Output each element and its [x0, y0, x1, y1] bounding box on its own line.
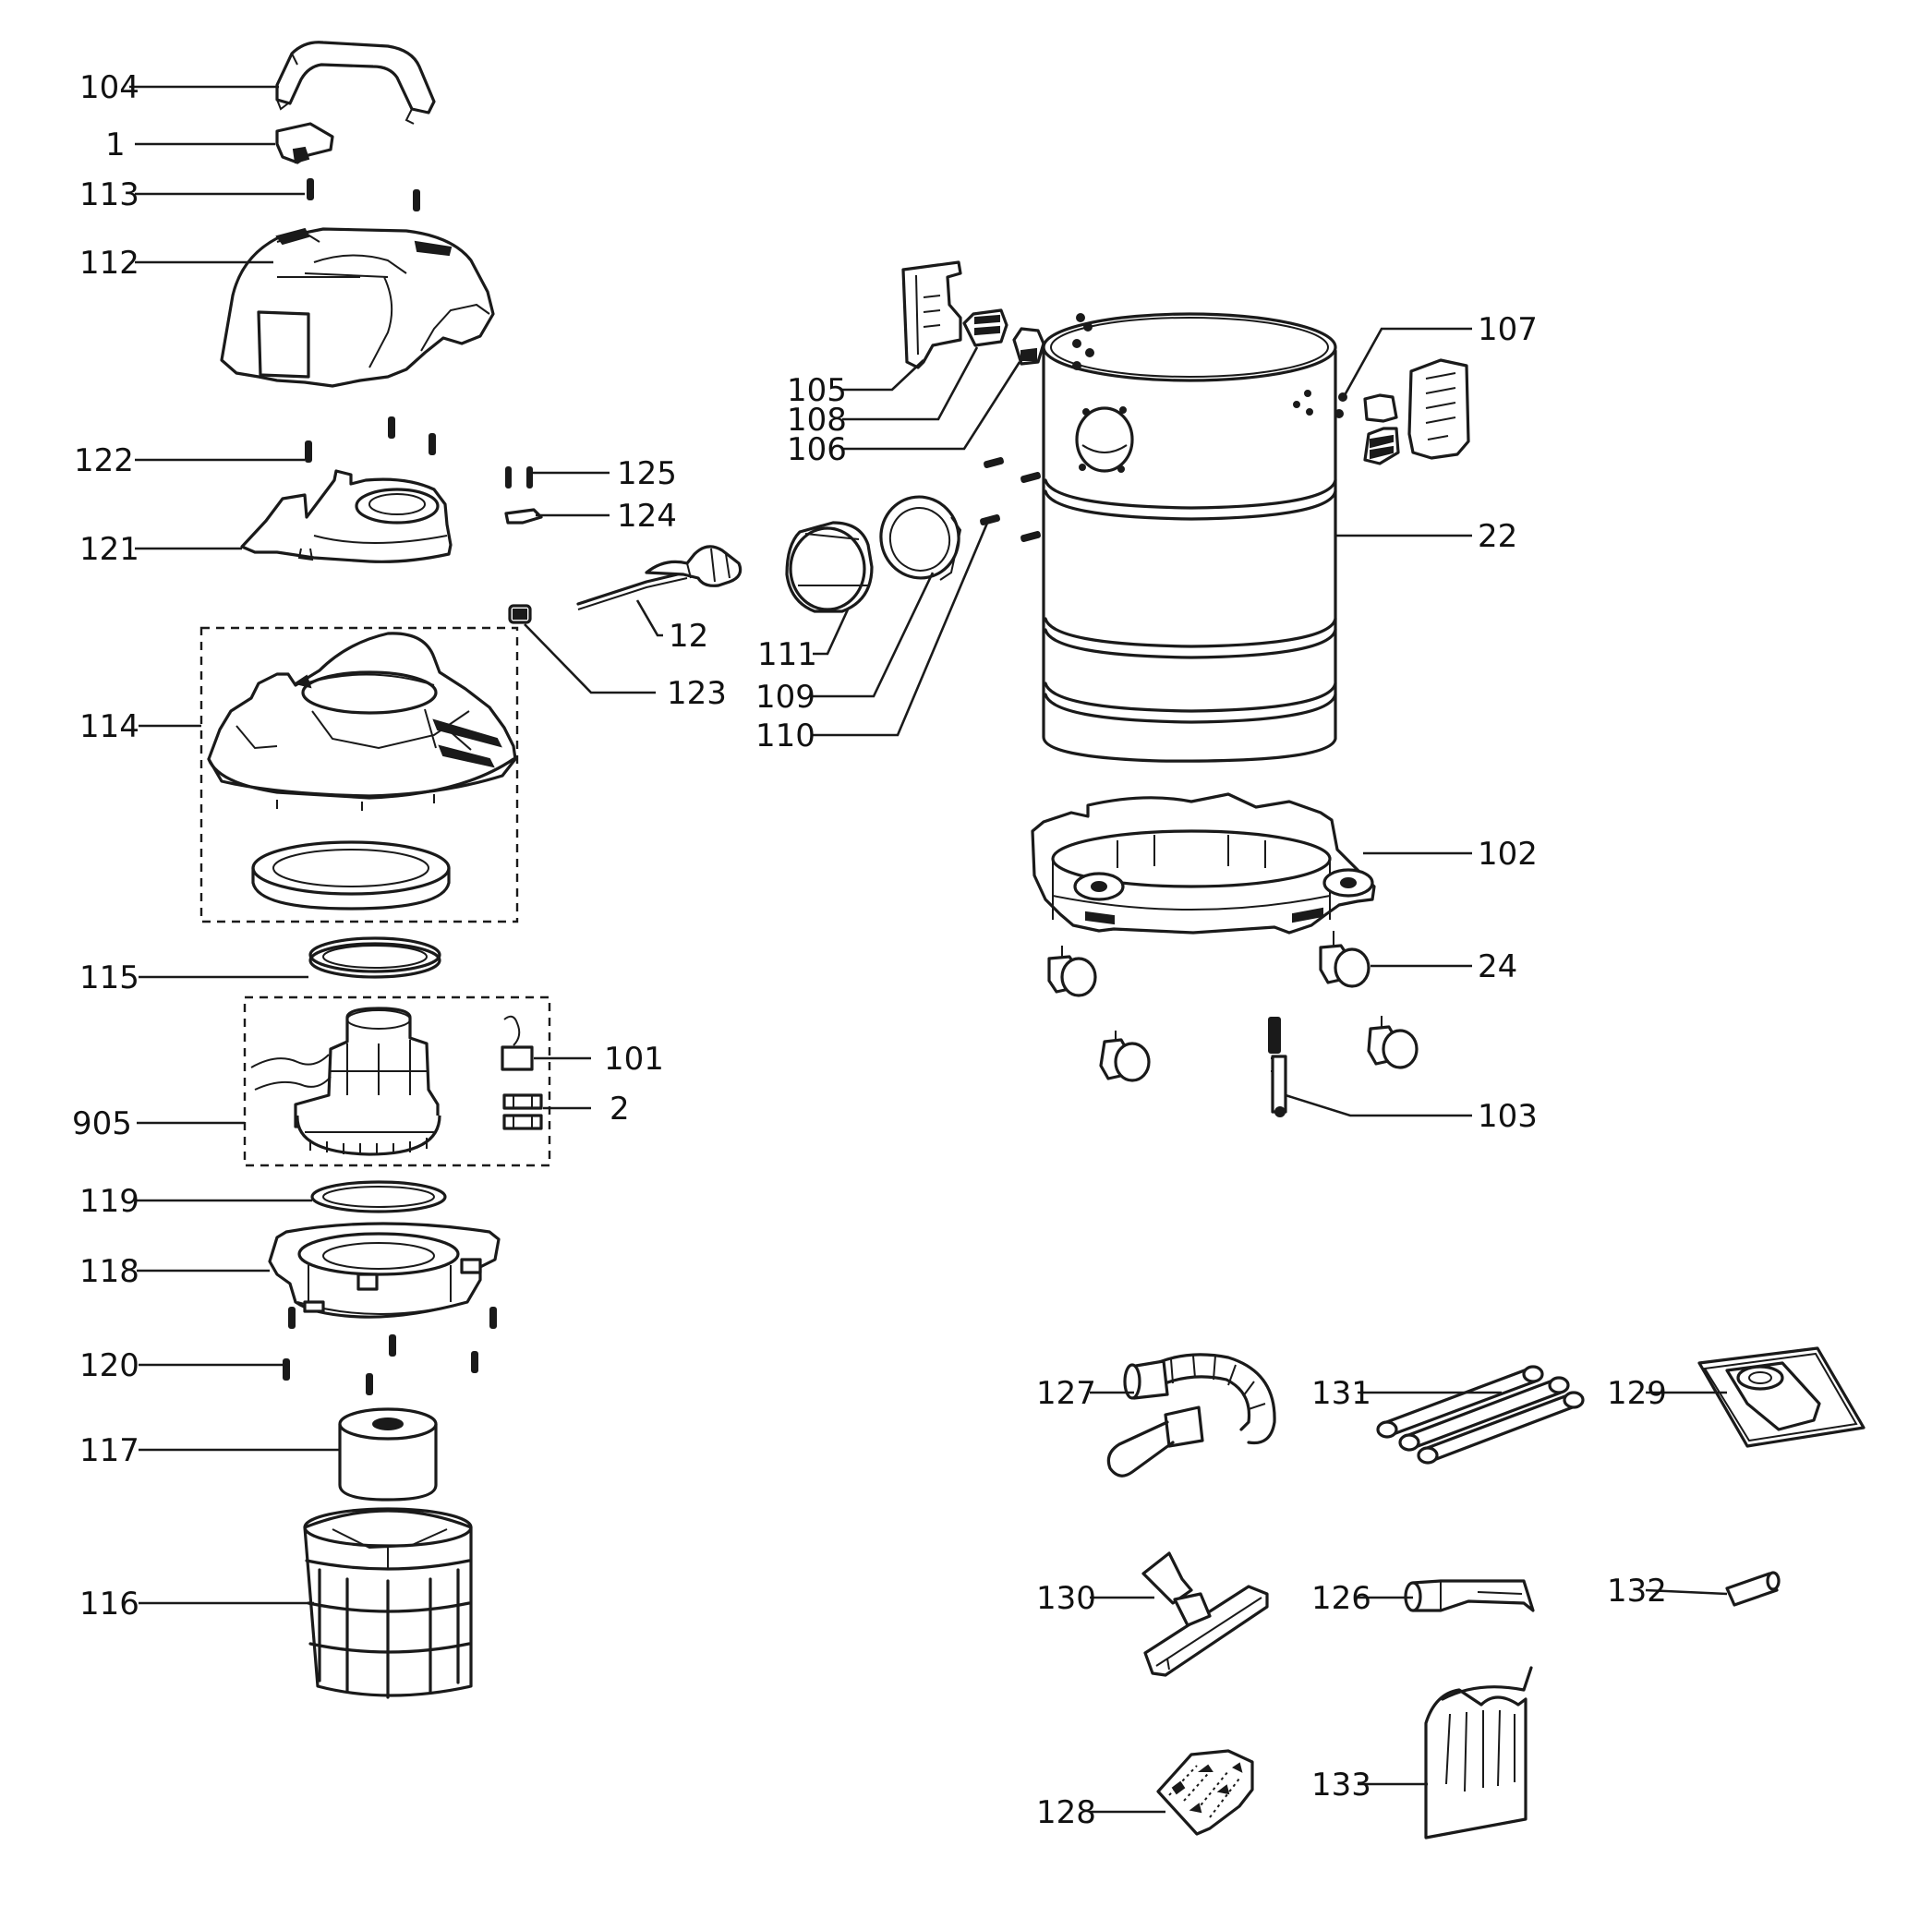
- part-117-foam-filter: [338, 1407, 438, 1502]
- leader-lines: [129, 85, 1728, 1814]
- callout-118: 118: [79, 1253, 139, 1290]
- callout-125: 125: [617, 455, 677, 492]
- callout-24: 24: [1478, 948, 1517, 985]
- callout-102: 102: [1478, 836, 1538, 873]
- part-128-brush-attachment: [1156, 1749, 1254, 1836]
- part-113-screws: [307, 178, 420, 211]
- part-107-side-handle: [1334, 358, 1470, 465]
- callout-22: 22: [1478, 518, 1517, 555]
- callout-131: 131: [1311, 1375, 1371, 1412]
- callout-107: 107: [1478, 311, 1538, 348]
- callout-110: 110: [755, 718, 815, 754]
- part-119-seal-ring: [310, 1180, 447, 1213]
- callout-108: 108: [787, 402, 847, 439]
- part-132-adapter: [1725, 1571, 1781, 1607]
- part-12-float-rod: [576, 545, 743, 610]
- callout-101: 101: [604, 1041, 664, 1078]
- part-124-clip: [504, 508, 543, 525]
- part-24-casters: [1047, 931, 1419, 1082]
- part-109-inlet-ring: [879, 495, 962, 581]
- callout-12: 12: [669, 618, 708, 655]
- callout-115: 115: [79, 959, 139, 996]
- part-121-motor-cover: [240, 469, 453, 563]
- part-905-motor-group: [243, 995, 551, 1167]
- callout-132: 132: [1607, 1573, 1667, 1610]
- callout-105: 105: [787, 372, 847, 409]
- callout-2: 2: [610, 1091, 630, 1128]
- part-120-screws: [283, 1307, 497, 1395]
- callout-124: 124: [617, 498, 677, 535]
- part-122-screws: [305, 416, 436, 463]
- part-118-lower-housing: [268, 1222, 501, 1319]
- part-105-bracket: [901, 260, 962, 369]
- callout-117: 117: [79, 1432, 139, 1469]
- callout-112: 112: [79, 245, 139, 282]
- part-22-drum: [1042, 312, 1337, 763]
- callout-126: 126: [1311, 1580, 1371, 1617]
- part-133-dust-bag: [1424, 1666, 1533, 1840]
- part-126-crevice-tool: [1404, 1579, 1535, 1612]
- part-131-extension-tubes: [1376, 1365, 1585, 1465]
- part-102-dolly-base: [1031, 792, 1376, 935]
- callout-1: 1: [105, 127, 126, 163]
- part-115-gasket: [308, 936, 441, 979]
- callout-127: 127: [1036, 1375, 1096, 1412]
- callout-113: 113: [79, 176, 139, 213]
- callout-905: 905: [72, 1105, 132, 1142]
- part-125-screws: [505, 466, 533, 489]
- callout-104: 104: [79, 69, 139, 106]
- callout-123: 123: [667, 675, 727, 712]
- part-106-clip: [1012, 327, 1045, 366]
- part-101-brush: [501, 1015, 534, 1071]
- part-108-clip: [962, 308, 1008, 347]
- part-112-top-cover: [220, 227, 495, 388]
- callout-121: 121: [79, 531, 139, 568]
- part-114-motor-housing-group: [199, 626, 519, 923]
- callout-labels: 104 1 113 112 122 125 124 121 12 123 114…: [72, 69, 1667, 1831]
- part-123-float-piece: [508, 604, 532, 624]
- part-111-hose-inlet: [785, 521, 874, 613]
- part-110-screws: [980, 456, 1041, 543]
- part-116-filter-cage: [303, 1507, 473, 1699]
- callout-128: 128: [1036, 1794, 1096, 1831]
- part-130-floor-nozzle: [1141, 1551, 1269, 1677]
- callout-116: 116: [79, 1586, 139, 1623]
- callout-119: 119: [79, 1183, 139, 1220]
- part-103-drain-plug: [1268, 1017, 1287, 1117]
- callout-106: 106: [787, 431, 847, 468]
- part-127-hose: [1106, 1353, 1276, 1478]
- part-2-carbon-brushes: [502, 1093, 543, 1130]
- callout-120: 120: [79, 1347, 139, 1384]
- callout-103: 103: [1478, 1098, 1538, 1135]
- part-104-handle: [275, 41, 436, 125]
- callout-129: 129: [1607, 1375, 1667, 1412]
- callout-122: 122: [74, 442, 134, 479]
- part-129-filter-bag: [1697, 1346, 1866, 1448]
- callout-109: 109: [755, 679, 815, 716]
- callout-111: 111: [757, 636, 817, 673]
- callout-114: 114: [79, 708, 139, 745]
- part-1-latch: [275, 122, 334, 164]
- callout-130: 130: [1036, 1580, 1096, 1617]
- callout-133: 133: [1311, 1767, 1371, 1803]
